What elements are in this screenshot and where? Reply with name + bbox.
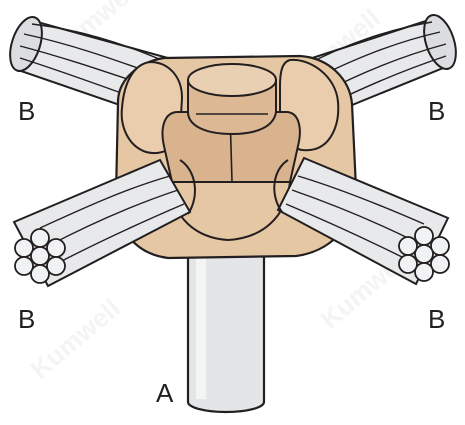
- label-cable-top-left: B: [18, 96, 35, 126]
- cable-bottom-left: [14, 160, 195, 286]
- label-rod: A: [156, 378, 174, 408]
- ground-rod: [188, 238, 264, 412]
- label-cable-bottom-right: B: [428, 304, 445, 334]
- cable-bottom-right: [274, 158, 449, 284]
- svg-text:Kumwell: Kumwell: [25, 293, 126, 385]
- label-cable-bottom-left: B: [18, 304, 35, 334]
- label-cable-top-right: B: [428, 96, 445, 126]
